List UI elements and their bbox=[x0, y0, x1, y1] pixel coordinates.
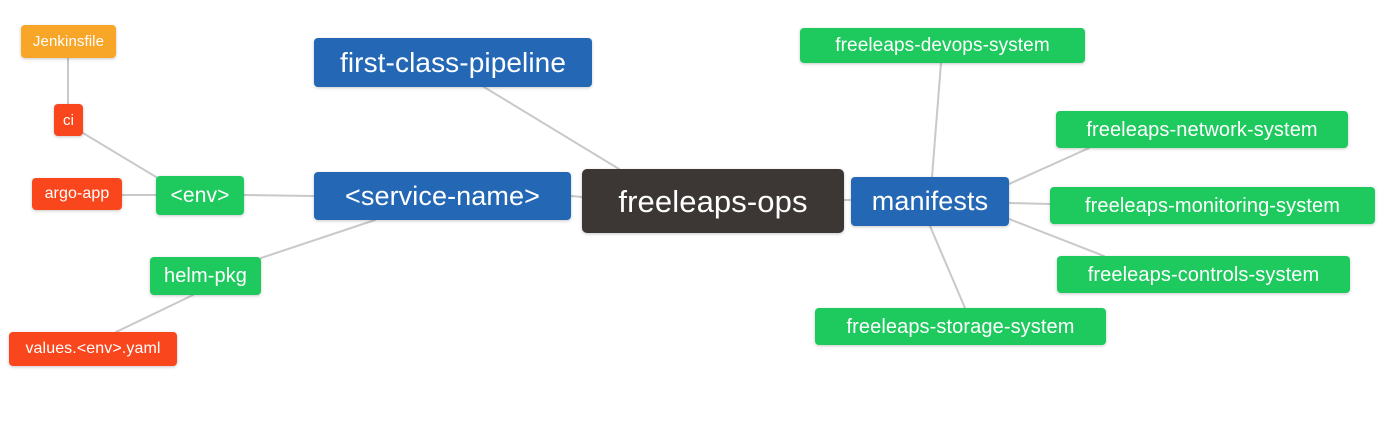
mindmap-node-manifests[interactable]: manifests bbox=[851, 177, 1009, 226]
mindmap-node-ci[interactable]: ci bbox=[54, 104, 83, 136]
mindmap-edge bbox=[260, 219, 376, 259]
mindmap-node-freeleaps-monitoring-system[interactable]: freeleaps-monitoring-system bbox=[1050, 187, 1375, 224]
mindmap-edge bbox=[1008, 218, 1105, 257]
mindmap-node-freeleaps-controls-system[interactable]: freeleaps-controls-system bbox=[1057, 256, 1350, 293]
mindmap-node-jenkinsfile[interactable]: Jenkinsfile bbox=[21, 25, 116, 58]
mindmap-edge bbox=[483, 86, 620, 170]
mindmap-edge bbox=[931, 62, 942, 178]
mindmap-edge bbox=[1008, 202, 1051, 205]
mindmap-node-argo-app[interactable]: argo-app bbox=[32, 178, 122, 210]
mindmap-edge bbox=[82, 132, 162, 181]
mindmap-edge bbox=[1008, 147, 1090, 185]
mindmap-node-first-class-pipeline[interactable]: first-class-pipeline bbox=[314, 38, 592, 87]
mindmap-node-freeleaps-devops-system[interactable]: freeleaps-devops-system bbox=[800, 28, 1085, 63]
mindmap-edge bbox=[243, 194, 315, 197]
mindmap-node-freeleaps-ops[interactable]: freeleaps-ops bbox=[582, 169, 844, 233]
mindmap-node-service-name[interactable]: <service-name> bbox=[314, 172, 571, 220]
mindmap-node-env[interactable]: <env> bbox=[156, 176, 244, 215]
mindmap-node-freeleaps-storage-system[interactable]: freeleaps-storage-system bbox=[815, 308, 1106, 345]
mindmap-node-freeleaps-network-system[interactable]: freeleaps-network-system bbox=[1056, 111, 1348, 148]
mindmap-edge bbox=[929, 225, 966, 309]
mindmap-edge bbox=[115, 294, 194, 333]
mindmap-node-helm-pkg[interactable]: helm-pkg bbox=[150, 257, 261, 295]
mindmap-edge bbox=[570, 195, 583, 198]
mindmap-node-values-yaml[interactable]: values.<env>.yaml bbox=[9, 332, 177, 366]
